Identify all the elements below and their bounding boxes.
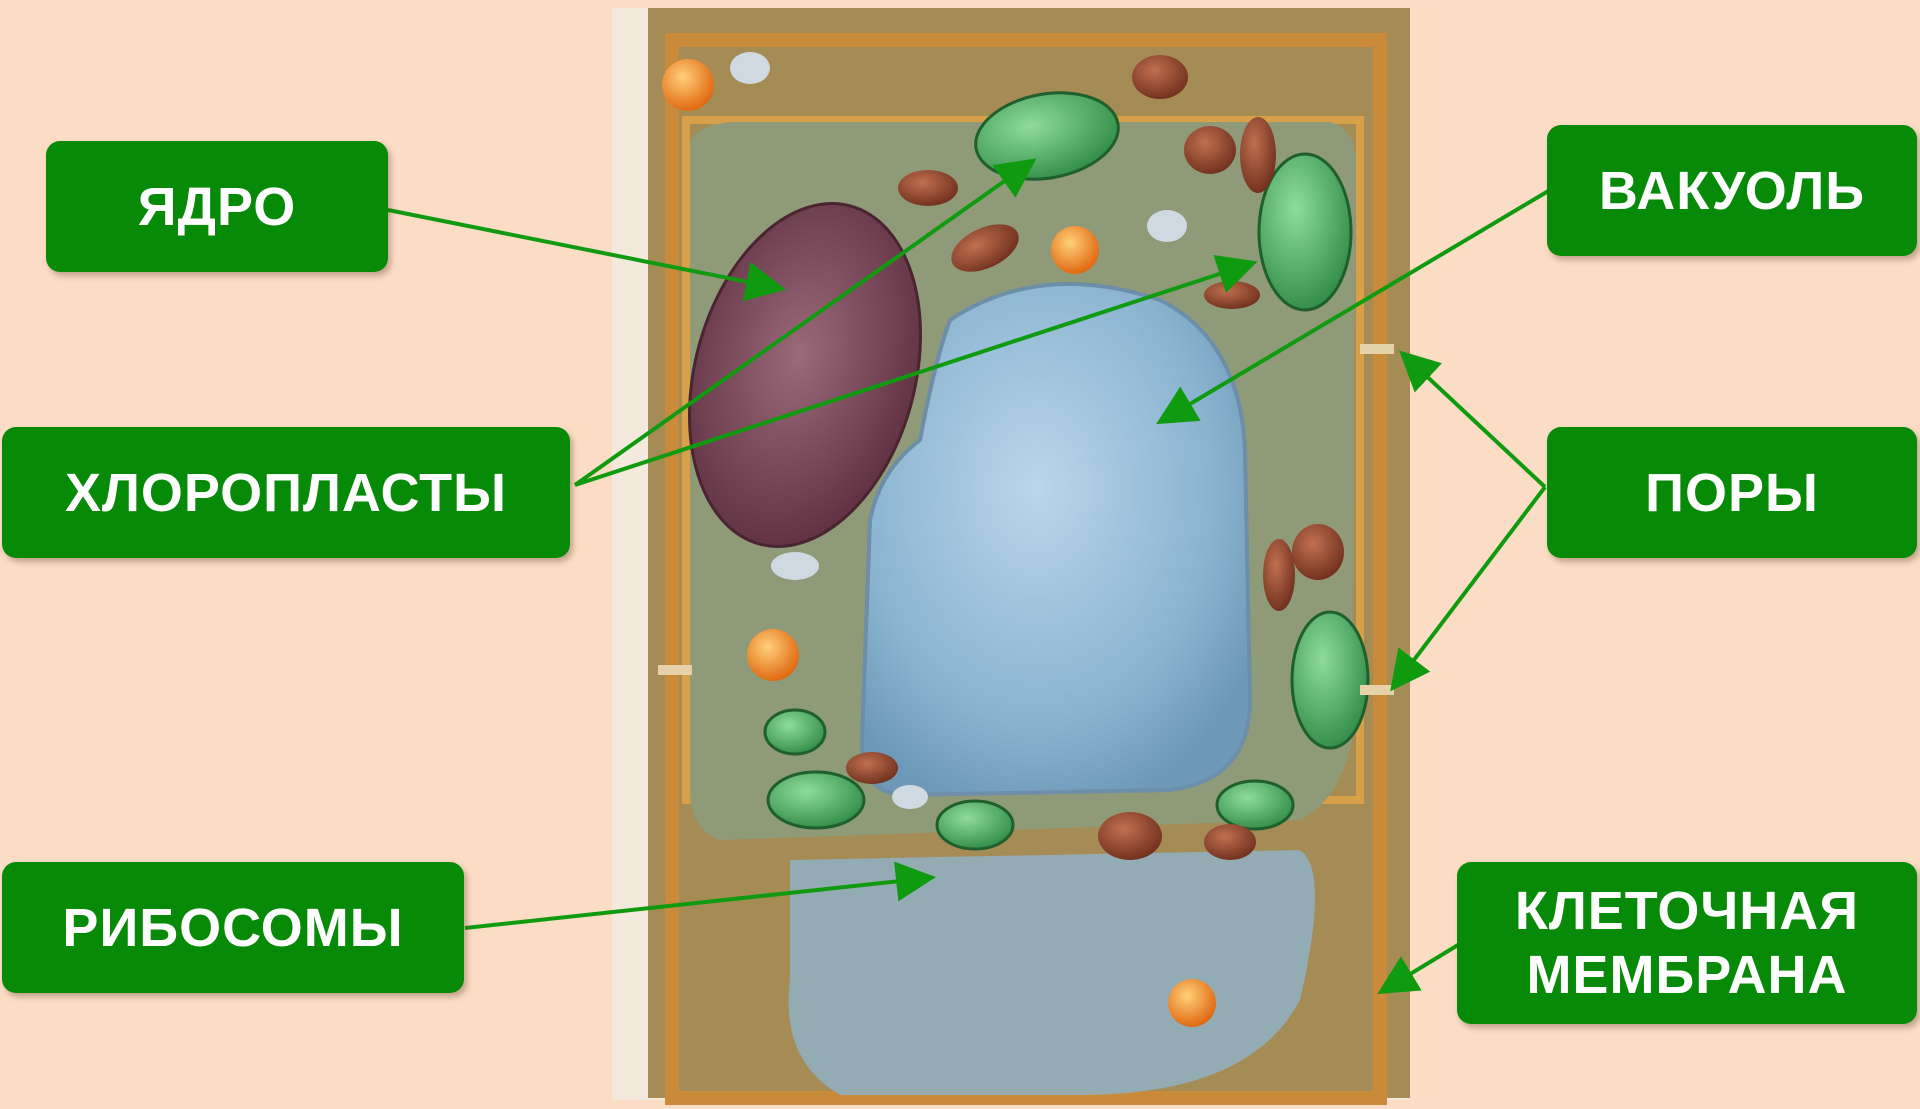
chloroplast-shape xyxy=(1259,154,1351,310)
arrow-pore-bottom xyxy=(1395,487,1545,685)
label-ribosomes-text: РИБОСОМЫ xyxy=(62,896,403,960)
chloroplast-shape xyxy=(1217,781,1293,829)
cell-illustration xyxy=(612,8,1410,1100)
label-nucleus: ЯДРО xyxy=(46,141,388,272)
label-cell-membrane-text: КЛЕТОЧНАЯ МЕМБРАНА xyxy=(1515,879,1859,1007)
label-cell-membrane: КЛЕТОЧНАЯ МЕМБРАНА xyxy=(1457,862,1917,1024)
label-vacuole: ВАКУОЛЬ xyxy=(1547,125,1917,256)
chloroplast-shape xyxy=(937,801,1013,849)
label-ribosomes: РИБОСОМЫ xyxy=(2,862,464,993)
label-nucleus-text: ЯДРО xyxy=(138,175,297,239)
label-chloroplasts-text: ХЛОРОПЛАСТЫ xyxy=(65,461,507,525)
label-pores: ПОРЫ xyxy=(1547,427,1917,558)
arrow-pore-top xyxy=(1405,356,1545,487)
label-chloroplasts: ХЛОРОПЛАСТЫ xyxy=(2,427,570,558)
chloroplast-shape xyxy=(1292,612,1368,748)
label-vacuole-text: ВАКУОЛЬ xyxy=(1599,159,1865,223)
label-pores-text: ПОРЫ xyxy=(1645,461,1819,525)
chloroplast-shape xyxy=(765,710,825,754)
chloroplast-shape xyxy=(768,772,864,828)
